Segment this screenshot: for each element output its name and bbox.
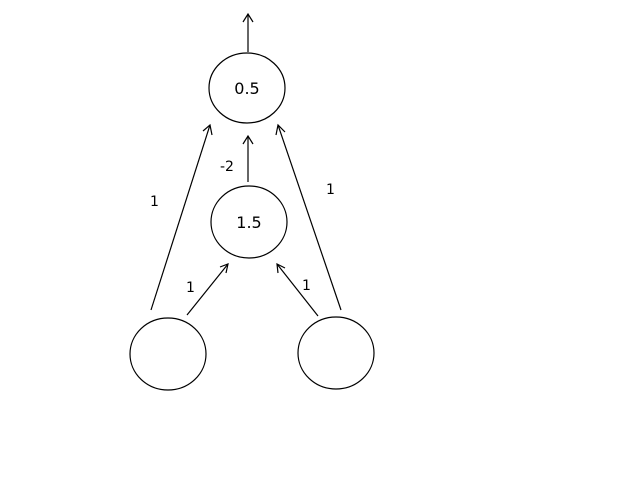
node-output-label: 0.5 bbox=[234, 79, 259, 98]
edge-in2-hidden: 1 bbox=[276, 262, 319, 317]
weight-label-in2-hidden: 1 bbox=[302, 278, 311, 294]
weight-label-in1-out: 1 bbox=[150, 194, 159, 210]
edge-in1-hidden: 1 bbox=[186, 263, 229, 316]
node-input-2 bbox=[297, 316, 375, 390]
node-hidden: 1.5 bbox=[210, 185, 288, 259]
weight-label-in1-hidden: 1 bbox=[186, 280, 195, 296]
weight-label-in2-out: 1 bbox=[326, 182, 335, 198]
node-hidden-label: 1.5 bbox=[236, 213, 261, 232]
edge-in1-out: 1 bbox=[150, 123, 213, 311]
edge-in2-out: 1 bbox=[275, 123, 342, 311]
weight-label-hidden-out: -2 bbox=[220, 159, 234, 175]
edge-output bbox=[242, 12, 254, 52]
edge-hidden-out: -2 bbox=[220, 134, 254, 182]
node-input-1 bbox=[129, 317, 207, 391]
node-output: 0.5 bbox=[208, 52, 286, 124]
